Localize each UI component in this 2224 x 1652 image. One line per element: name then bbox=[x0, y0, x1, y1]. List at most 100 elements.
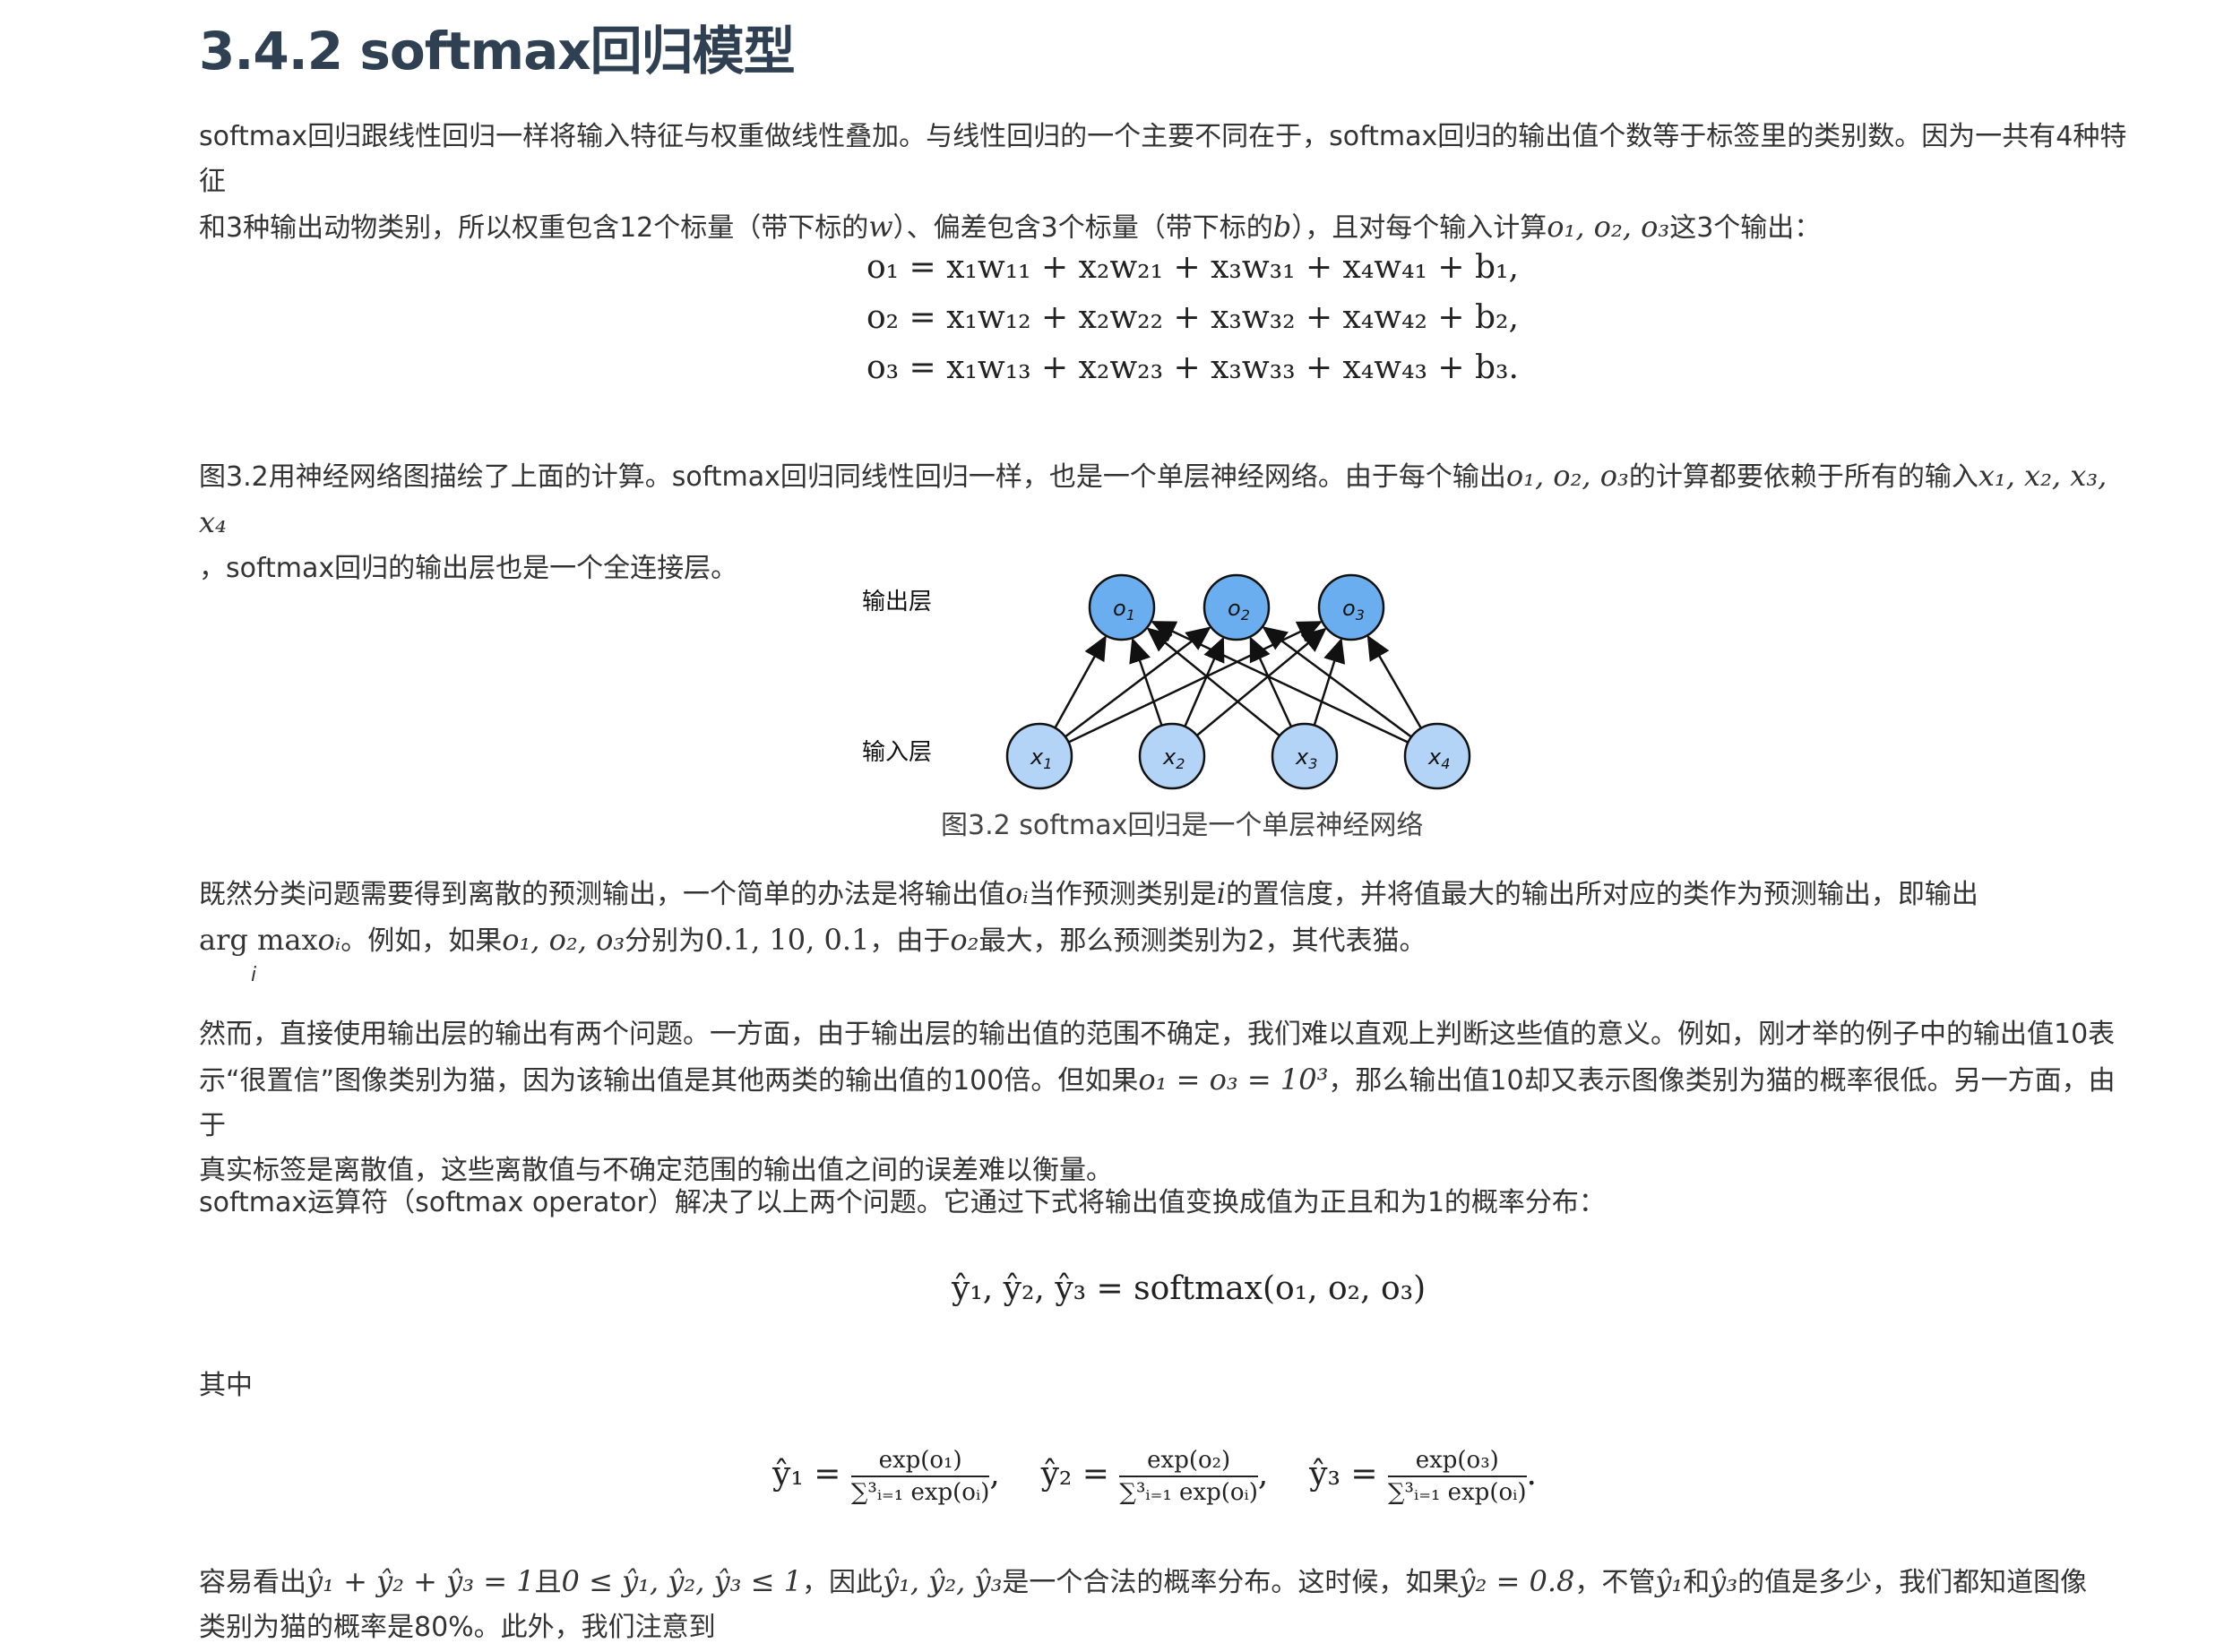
separator: , bbox=[1257, 1456, 1269, 1493]
paragraph-line: softmax回归跟线性回归一样将输入特征与权重做线性叠加。与线性回归的一个主要… bbox=[199, 121, 2127, 197]
math-o2: o₂ bbox=[950, 923, 979, 957]
paragraph-softmax-operator: softmax运算符（softmax operator）解决了以上两个问题。它通… bbox=[199, 1181, 2134, 1226]
text-span: ，因此 bbox=[801, 1567, 883, 1598]
text-span: 分别为 bbox=[625, 925, 706, 957]
text-span: 最大，那么预测类别为2，其代表猫。 bbox=[978, 925, 1427, 957]
text-span: 的置信度，并将值最大的输出所对应的类作为预测输出，即输出 bbox=[1225, 879, 1978, 910]
paragraph-line: 类别为猫的概率是80%。此外，我们注意到 bbox=[199, 1612, 716, 1643]
paragraph-probability: 容易看出ŷ₁ + ŷ₂ + ŷ₃ = 1且0 ≤ ŷ₁, ŷ₂, ŷ₃ ≤ 1，… bbox=[199, 1559, 2134, 1650]
math-outputs: o₁, o₂, o₃ bbox=[1547, 210, 1670, 244]
y1-hat: ŷ₁ = bbox=[772, 1456, 841, 1493]
edge-x3-o1 bbox=[1146, 627, 1280, 737]
text-span: 且 bbox=[534, 1567, 562, 1598]
math-y2-eq: ŷ₂ = 0.8 bbox=[1459, 1564, 1575, 1598]
paragraph-where: 其中 bbox=[199, 1364, 2134, 1408]
output-layer-label: 输出层 bbox=[862, 589, 932, 615]
text-span: ，那么输出值10却又表示图像类别为猫的概率很低。另一方面，由于 bbox=[199, 1065, 2116, 1141]
softmax-fractions: ŷ₁ = exp(o₁)∑³ᵢ₌₁ exp(oᵢ), ŷ₂ = exp(o₂)∑… bbox=[772, 1447, 1537, 1506]
edge-x1-o2 bbox=[1064, 626, 1211, 738]
denominator: ∑³ᵢ₌₁ exp(oᵢ) bbox=[1388, 1479, 1527, 1506]
edge-x4-o2 bbox=[1262, 626, 1412, 738]
denominator: ∑³ᵢ₌₁ exp(oᵢ) bbox=[850, 1479, 990, 1506]
period: . bbox=[1526, 1456, 1537, 1493]
math-inline-eq: o₁ = o₃ = 10³ bbox=[1138, 1063, 1329, 1097]
math-values: 0.1, 10, 0.1 bbox=[705, 923, 870, 957]
y2-hat: ŷ₂ = bbox=[1040, 1456, 1109, 1493]
equation-o2: o₂ = x₁w₁₂ + x₂w₂₂ + x₃w₃₂ + x₄w₄₂ + b₂, bbox=[866, 299, 1519, 336]
paragraph-line: softmax运算符（softmax operator）解决了以上两个问题。它通… bbox=[199, 1187, 1606, 1218]
softmax-equation: ŷ₁, ŷ₂, ŷ₃ = softmax(o₁, o₂, o₃) bbox=[952, 1270, 1427, 1307]
figure-caption: 图3.2 softmax回归是一个单层神经网络 bbox=[941, 810, 1424, 841]
paragraph-line: 图3.2用神经网络图描绘了上面的计算。softmax回归同线性回归一样，也是一个… bbox=[199, 453, 2134, 546]
paragraph-line: 真实标签是离散值，这些离散值与不确定范围的输出值之间的误差难以衡量。 bbox=[199, 1155, 1113, 1186]
paragraph-line: 容易看出ŷ₁ + ŷ₂ + ŷ₃ = 1且0 ≤ ŷ₁, ŷ₂, ŷ₃ ≤ 1，… bbox=[199, 1559, 2134, 1605]
text-span: 示“很置信”图像类别为猫，因为该输出值是其他两类的输出值的100倍。但如果 bbox=[199, 1065, 1139, 1097]
math-range-eq: 0 ≤ ŷ₁, ŷ₂, ŷ₃ ≤ 1 bbox=[561, 1564, 802, 1598]
math-oi: oᵢ bbox=[317, 923, 341, 957]
edge-x2-o1 bbox=[1129, 637, 1163, 727]
equation-o3: o₃ = x₁w₁₃ + x₂w₂₃ + x₃w₃₃ + x₄w₄₃ + b₃. bbox=[866, 349, 1519, 386]
paragraph-line: 然而，直接使用输出层的输出有两个问题。一方面，由于输出层的输出值的范围不确定，我… bbox=[199, 1019, 2116, 1050]
math-i: i bbox=[1216, 876, 1226, 910]
paragraph-line: 既然分类问题需要得到离散的预测输出，一个简单的办法是将输出值oᵢ当作预测类别是i… bbox=[199, 871, 2134, 917]
edges bbox=[1054, 621, 1423, 744]
edge-x4-o3 bbox=[1366, 634, 1423, 729]
input-node-x3-circle bbox=[1271, 722, 1339, 790]
paragraph-line: ，softmax回归的输出层也是一个全连接层。 bbox=[199, 553, 738, 584]
edge-x4-o1 bbox=[1151, 621, 1409, 744]
fraction-2: exp(o₂)∑³ᵢ₌₁ exp(oᵢ) bbox=[1119, 1447, 1258, 1506]
edge-x3-o3 bbox=[1313, 637, 1346, 727]
text-span: ）、偏差包含3个标量（带下标的 bbox=[892, 212, 1273, 244]
edge-x1-o1 bbox=[1054, 635, 1107, 729]
math-outputs: o₁, o₂, o₃ bbox=[1505, 459, 1629, 493]
paragraph-line: 和3种输出动物类别，所以权重包含12个标量（带下标的w）、偏差包含3个标量（带下… bbox=[199, 204, 2134, 251]
text-span: 和3种输出动物类别，所以权重包含12个标量（带下标的 bbox=[199, 212, 869, 244]
argmax-expression: arg max i bbox=[199, 917, 318, 986]
text-span: 是一个合法的概率分布。这时候，如果 bbox=[1002, 1567, 1460, 1598]
paragraph-line: 其中 bbox=[199, 1370, 253, 1401]
numerator: exp(o₂) bbox=[1119, 1447, 1258, 1477]
text-span: 容易看出 bbox=[199, 1567, 306, 1598]
argmax-op: arg max bbox=[199, 923, 318, 957]
numerator: exp(o₃) bbox=[1388, 1447, 1527, 1477]
input-node-x4-circle bbox=[1403, 722, 1471, 790]
text-span: 的值是多少，我们都知道图像 bbox=[1737, 1567, 2088, 1598]
math-sum-eq: ŷ₁ + ŷ₂ + ŷ₃ = 1 bbox=[306, 1564, 535, 1598]
section-title: 3.4.2 softmax回归模型 bbox=[199, 21, 796, 82]
fraction-1: exp(o₁)∑³ᵢ₌₁ exp(oᵢ) bbox=[850, 1447, 990, 1506]
paragraph-intro: softmax回归跟线性回归一样将输入特征与权重做线性叠加。与线性回归的一个主要… bbox=[199, 115, 2134, 251]
text-span: 的计算都要依赖于所有的输入 bbox=[1628, 461, 1978, 493]
text-span: 和 bbox=[1683, 1567, 1711, 1598]
paragraph-problems: 然而，直接使用输出层的输出有两个问题。一方面，由于输出层的输出值的范围不确定，我… bbox=[199, 1012, 2134, 1193]
argmax-subscript: i bbox=[251, 964, 257, 986]
edge-x3-o2 bbox=[1249, 636, 1293, 727]
output-node-o3-circle bbox=[1317, 573, 1385, 641]
input-layer-label: 输入层 bbox=[862, 739, 932, 766]
separator: , bbox=[989, 1456, 1000, 1493]
input-node-x2-circle bbox=[1138, 722, 1206, 790]
math-oi: oᵢ bbox=[1005, 876, 1029, 910]
math-inputs: x₁, x₂, x₃, x₄ bbox=[199, 459, 2108, 539]
paragraph-line: arg max i oᵢ。例如，如果o₁, o₂, o₃分别为0.1, 10, 0.… bbox=[199, 917, 2134, 986]
numerator: exp(o₁) bbox=[850, 1447, 990, 1477]
text-span: 当作预测类别是 bbox=[1028, 879, 1217, 910]
fraction-3: exp(o₃)∑³ᵢ₌₁ exp(oᵢ) bbox=[1388, 1447, 1527, 1506]
math-y1: ŷ₁ bbox=[1655, 1564, 1684, 1598]
text-span: ，不管 bbox=[1574, 1567, 1656, 1598]
output-node-o2-circle bbox=[1203, 573, 1271, 641]
denominator: ∑³ᵢ₌₁ exp(oᵢ) bbox=[1119, 1479, 1258, 1506]
math-ys: ŷ₁, ŷ₂, ŷ₃ bbox=[882, 1564, 1003, 1598]
text-span: ，由于 bbox=[869, 925, 951, 957]
text-span: 。例如，如果 bbox=[340, 925, 503, 957]
equation-o1: o₁ = x₁w₁₁ + x₂w₂₁ + x₃w₃₁ + x₄w₄₁ + b₁, bbox=[866, 249, 1519, 286]
paragraph-line: 示“很置信”图像类别为猫，因为该输出值是其他两类的输出值的100倍。但如果o₁ … bbox=[199, 1057, 2134, 1149]
math-outputs: o₁, o₂, o₃ bbox=[502, 923, 625, 957]
paragraph-argmax: 既然分类问题需要得到离散的预测输出，一个简单的办法是将输出值oᵢ当作预测类别是i… bbox=[199, 871, 2134, 986]
input-node-x1-circle bbox=[1005, 722, 1073, 790]
text-span: 图3.2用神经网络图描绘了上面的计算。softmax回归同线性回归一样，也是一个… bbox=[199, 461, 1506, 493]
edge-x2-o3 bbox=[1195, 627, 1327, 736]
text-span: ），且对每个输入计算 bbox=[1291, 212, 1547, 244]
